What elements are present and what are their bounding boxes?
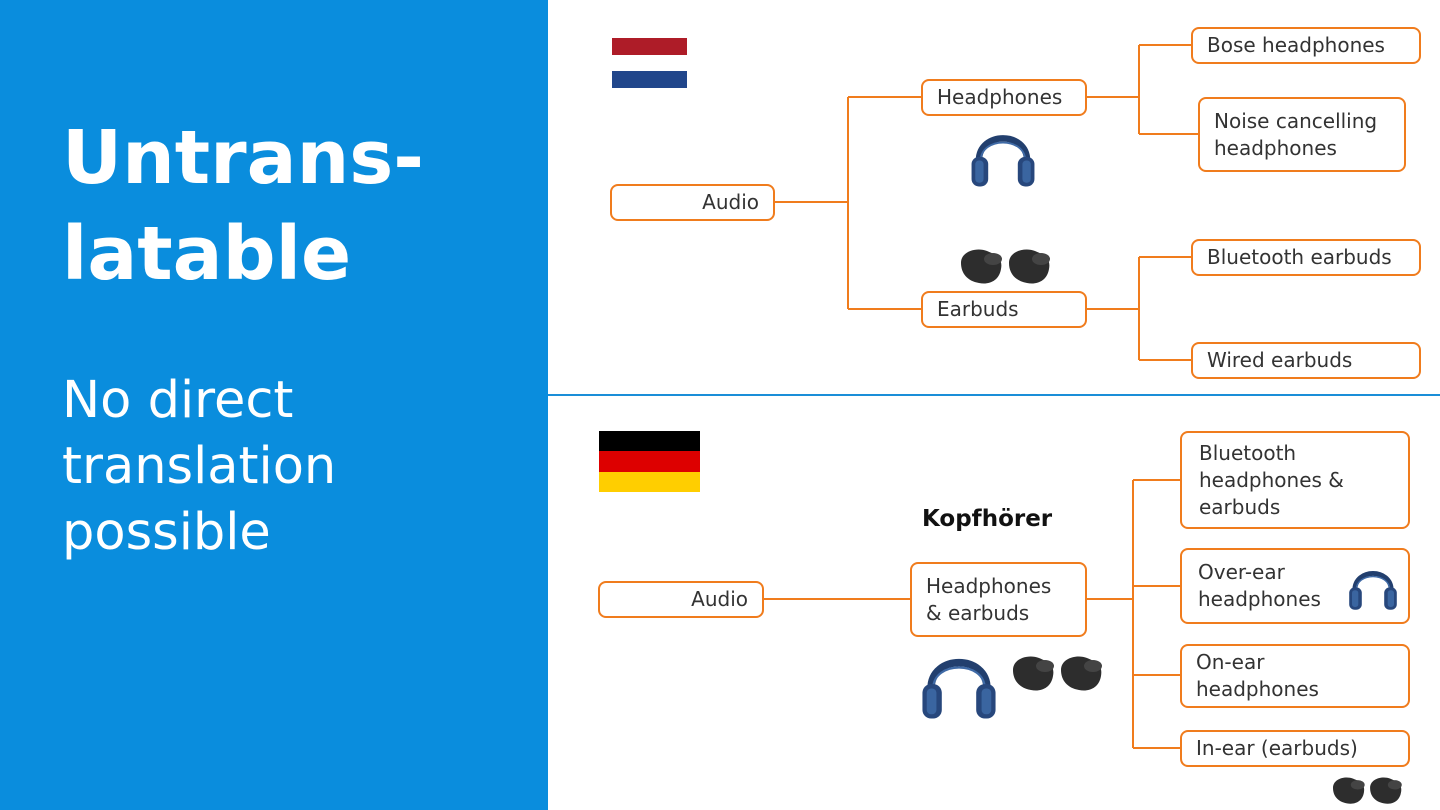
- german-term-heading: Kopfhörer: [922, 506, 1052, 532]
- flag-stripe-white: [612, 55, 687, 72]
- netherlands-flag-icon: [612, 38, 687, 88]
- de-in-ear-node: In-ear (earbuds): [1180, 730, 1410, 767]
- headphones-icon: [1345, 553, 1401, 619]
- nl-headphones-node: Headphones: [921, 79, 1087, 116]
- de-bluetooth-node: Bluetooth headphones & earbuds: [1180, 431, 1410, 529]
- nl-audio-node: Audio: [610, 184, 775, 221]
- flag-stripe-black: [599, 431, 700, 451]
- nl-bluetooth-earbuds-node: Bluetooth earbuds: [1191, 239, 1421, 276]
- flag-stripe-red: [612, 38, 687, 55]
- earbuds-icon: [950, 245, 1060, 289]
- flag-stripe-red: [599, 451, 700, 471]
- headphones-icon: [916, 633, 1002, 731]
- earbuds-icon: [1326, 774, 1408, 808]
- de-on-ear-node: On-ear headphones: [1180, 644, 1410, 708]
- headphones-icon: [966, 116, 1040, 194]
- earbuds-icon: [1002, 652, 1112, 696]
- germany-flag-icon: [599, 431, 700, 492]
- flag-stripe-blue: [612, 71, 687, 88]
- nl-noise-cancelling-node: Noise cancelling headphones: [1198, 97, 1406, 172]
- de-headphones-earbuds-node: Headphones & earbuds: [910, 562, 1087, 637]
- flag-stripe-gold: [599, 472, 700, 492]
- nl-wired-earbuds-node: Wired earbuds: [1191, 342, 1421, 379]
- de-audio-node: Audio: [598, 581, 764, 618]
- nl-earbuds-node: Earbuds: [921, 291, 1087, 328]
- nl-bose-headphones-node: Bose headphones: [1191, 27, 1421, 64]
